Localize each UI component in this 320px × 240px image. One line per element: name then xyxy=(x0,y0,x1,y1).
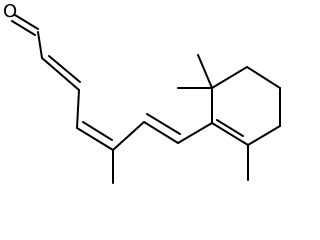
bond-ring-2 xyxy=(211,66,248,89)
bond-chain-4 xyxy=(76,127,114,151)
bond-ring-5 xyxy=(247,125,281,146)
bond-chain-3 xyxy=(76,89,80,129)
bond-chain-6-inner xyxy=(146,113,181,135)
bond-chain-4-inner xyxy=(82,121,113,141)
oxygen-atom-label: O xyxy=(3,1,17,22)
bond-carbonyl-a xyxy=(14,14,39,30)
skeletal-structure-diagram: O xyxy=(3,1,281,184)
bond-chain-7 xyxy=(177,122,213,144)
bond-ring-3 xyxy=(246,66,281,89)
bond-ring-6 xyxy=(211,122,249,146)
bond-chain-2 xyxy=(41,57,80,91)
bond-chain-1 xyxy=(37,31,43,59)
bond-ring-6-inner xyxy=(216,119,244,137)
bond-chain-2-inner xyxy=(48,55,81,83)
bond-carbonyl-b xyxy=(11,20,36,36)
bond-gem-methyl-2 xyxy=(197,54,213,89)
bond-chain-5 xyxy=(112,121,145,151)
bond-chain-6 xyxy=(143,121,179,144)
